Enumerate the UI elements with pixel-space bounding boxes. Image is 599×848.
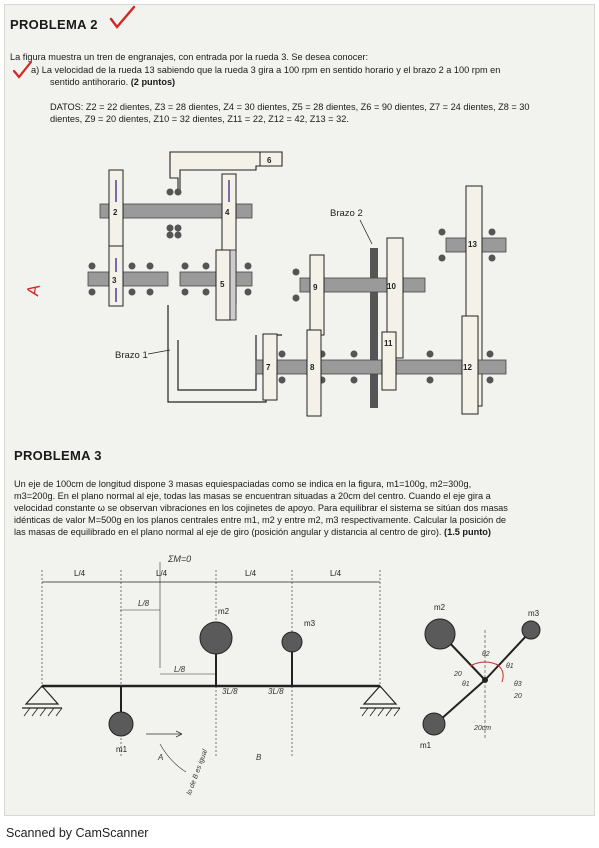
svg-text:20: 20: [513, 693, 522, 700]
svg-text:A: A: [157, 753, 163, 762]
problem-3-line-1: Un eje de 100cm de longitud dispone 3 ma…: [14, 479, 472, 489]
checkmark-icon: [109, 5, 136, 29]
datos-line-1: DATOS: Z2 = 22 dientes, Z3 = 28 dientes,…: [50, 102, 530, 112]
svg-text:θ3: θ3: [514, 681, 522, 688]
svg-text:2: 2: [113, 208, 118, 217]
svg-text:8: 8: [310, 363, 315, 372]
svg-text:m1: m1: [420, 741, 432, 750]
gear-train-diagram: A Brazo 1 6 2 4: [23, 151, 507, 417]
svg-text:ΣM=0: ΣM=0: [167, 554, 191, 564]
svg-text:3L/8: 3L/8: [268, 687, 284, 696]
svg-text:B: B: [256, 753, 262, 762]
datos-line-2: dientes, Z9 = 20 dientes, Z10 = 32 dient…: [50, 114, 349, 124]
problem-2-title: PROBLEMA 2: [10, 17, 98, 32]
svg-text:m2: m2: [218, 607, 230, 616]
svg-text:7: 7: [266, 363, 271, 372]
problem-3-line-3: velocidad constante ω se observan vibrac…: [14, 503, 508, 513]
svg-text:m2: m2: [434, 603, 446, 612]
svg-text:m1: m1: [116, 745, 128, 754]
footer-scanned-by: Scanned by CamScanner: [6, 826, 149, 840]
svg-text:θ1: θ1: [506, 663, 514, 670]
svg-text:6: 6: [267, 156, 272, 165]
svg-text:5: 5: [220, 280, 225, 289]
problem-3-line-5: las masas de equilibrado en el plano nor…: [14, 527, 491, 537]
svg-text:L/8: L/8: [138, 599, 150, 608]
radial-figure: m2 m3 m1 θ2 θ1 θ1 θ3 20 20 20cm: [420, 603, 541, 750]
svg-text:11: 11: [384, 339, 393, 348]
svg-text:L/4: L/4: [245, 569, 257, 578]
brazo-1-label: Brazo 1: [115, 350, 148, 361]
svg-text:12: 12: [463, 363, 472, 372]
svg-text:3L/8: 3L/8: [222, 687, 238, 696]
problem-3-line-2: m3=200g. En el plano normal al eje, toda…: [14, 491, 491, 501]
svg-text:L/8: L/8: [174, 665, 186, 674]
svg-text:L/4: L/4: [330, 569, 342, 578]
svg-text:θ1: θ1: [462, 681, 470, 688]
shaft-figure: L/4 L/4 L/4 L/4 ΣM=0 L/8 L/8 3L/8 3L/8 m…: [22, 554, 401, 796]
scanned-page: [4, 4, 595, 816]
problem-3-line-4: idénticas de valor M=500g en los planos …: [14, 515, 507, 525]
svg-text:3: 3: [112, 276, 117, 285]
svg-text:m3: m3: [304, 619, 316, 628]
svg-text:20: 20: [453, 671, 462, 678]
checkmark-icon: [12, 60, 33, 79]
svg-text:20cm: 20cm: [473, 725, 491, 732]
brazo-2-label: Brazo 2: [330, 208, 363, 219]
svg-text:lo de B es igual: lo de B es igual: [186, 748, 209, 796]
svg-text:13: 13: [468, 240, 477, 249]
svg-text:θ2: θ2: [482, 651, 490, 658]
item-a-line-2: sentido antihorario. (2 puntos): [50, 77, 176, 87]
svg-text:L/4: L/4: [156, 569, 168, 578]
margin-note: A: [23, 282, 44, 297]
svg-text:9: 9: [313, 283, 318, 292]
svg-text:m3: m3: [528, 609, 540, 618]
svg-text:L/4: L/4: [74, 569, 86, 578]
problem-3-title: PROBLEMA 3: [14, 448, 102, 463]
svg-text:4: 4: [225, 208, 230, 217]
svg-text:10: 10: [387, 282, 396, 291]
item-a-line-1: a) La velocidad de la rueda 13 sabiendo …: [31, 65, 501, 75]
problem-2-intro: La figura muestra un tren de engranajes,…: [10, 52, 369, 62]
